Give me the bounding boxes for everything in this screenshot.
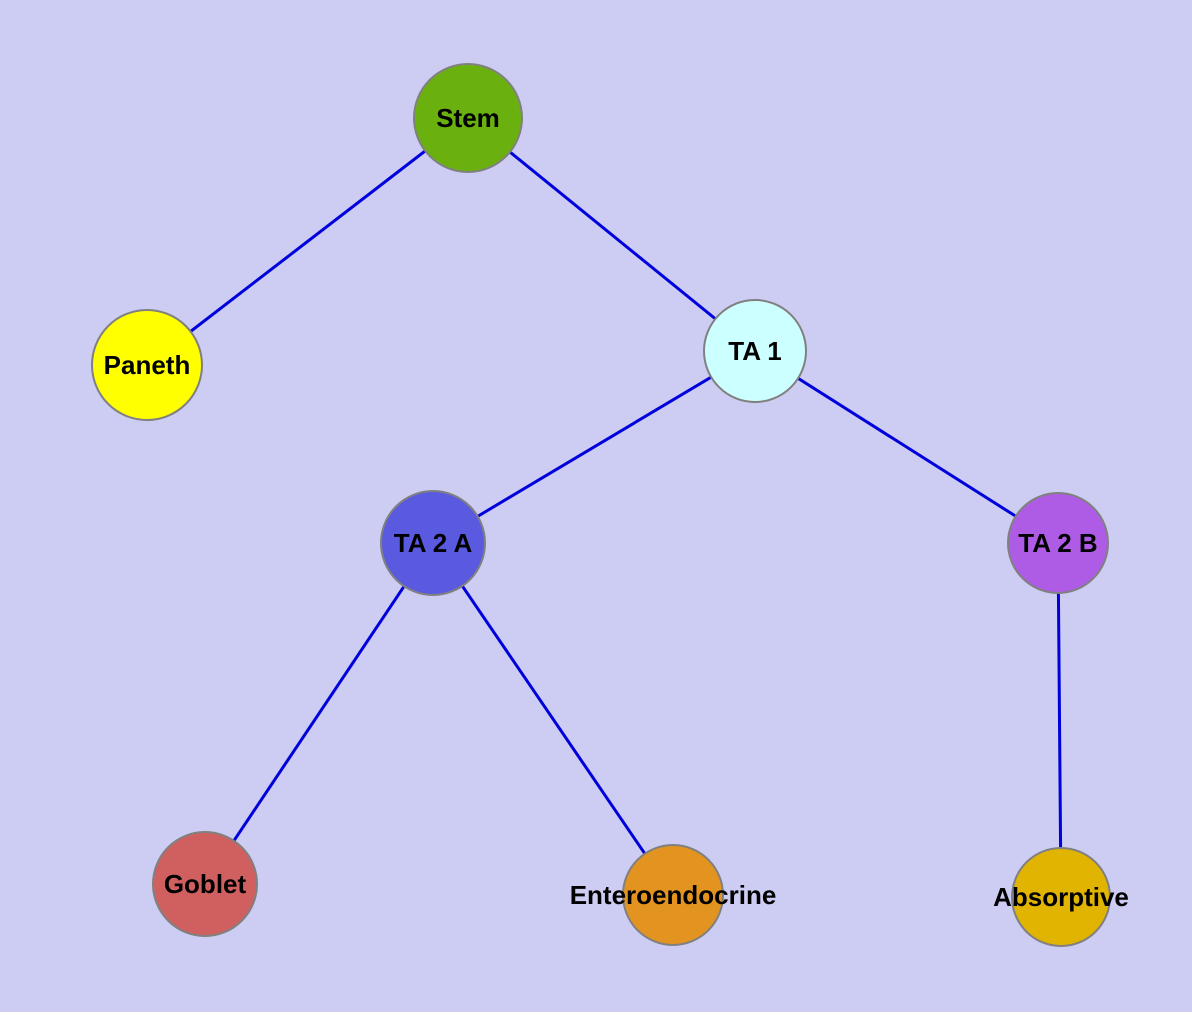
node-ta2b[interactable]	[1007, 492, 1109, 594]
node-enteroendocrine[interactable]	[622, 844, 724, 946]
edge-ta2a-goblet	[203, 542, 435, 885]
edge-ta2a-enteroendocrine	[431, 542, 675, 896]
node-ta2a[interactable]	[380, 490, 486, 596]
node-stem[interactable]	[413, 63, 523, 173]
node-ta1[interactable]	[703, 299, 807, 403]
node-absorptive[interactable]	[1011, 847, 1111, 947]
edge-ta2b-absorptive	[1056, 542, 1063, 898]
node-goblet[interactable]	[152, 831, 258, 937]
edge-stem-ta1	[467, 116, 756, 353]
edge-stem-paneth	[146, 116, 469, 367]
edge-ta1-ta2b	[754, 349, 1059, 545]
edges-layer	[146, 116, 1063, 898]
node-paneth[interactable]	[91, 309, 203, 421]
edge-ta1-ta2a	[432, 349, 756, 545]
